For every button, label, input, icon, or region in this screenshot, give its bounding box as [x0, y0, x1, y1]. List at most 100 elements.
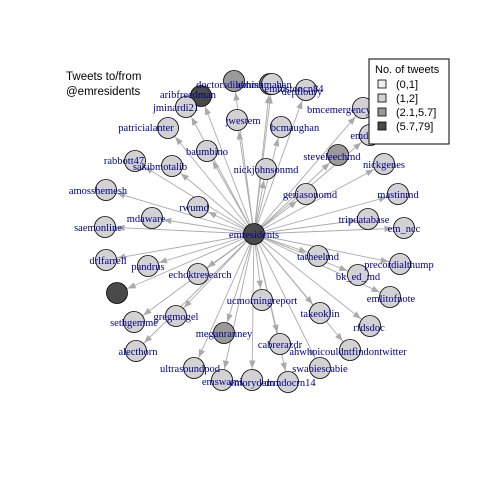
edge-arrowhead: [144, 167, 154, 174]
edge-arrowhead: [353, 142, 362, 151]
edge-arrowhead: [280, 362, 287, 371]
graph-node: [190, 85, 212, 107]
edge-arrowhead: [259, 180, 266, 189]
edge-arrowhead: [365, 169, 374, 177]
edge-arrowhead: [208, 211, 217, 219]
edge: [253, 193, 307, 235]
node-label: emhistoncn84: [265, 84, 325, 95]
graph-node: [379, 286, 401, 308]
node-label: nickgenes: [363, 160, 405, 171]
graph-node: [255, 158, 277, 180]
edge: [253, 107, 364, 235]
node-label: abhishmahan: [236, 80, 292, 91]
node-label: bcmaughan: [271, 123, 320, 134]
node-label: nickjohnsonmd: [234, 165, 299, 176]
node-label: mastinmd: [377, 190, 419, 201]
node-label: baumbino: [186, 147, 228, 158]
graph-node: [309, 357, 331, 379]
graph-node: [359, 315, 381, 337]
edge: [253, 227, 405, 235]
node-label: sethgemme: [110, 318, 158, 329]
legend-swatch: [377, 121, 387, 131]
edge-arrowhead: [249, 360, 256, 369]
edge-arrowhead: [127, 282, 137, 289]
graph-node: [389, 253, 411, 275]
edge-arrowhead: [116, 224, 125, 232]
edge-arrowhead: [384, 225, 393, 232]
edge-arrowhead: [198, 348, 205, 358]
graph-node: [187, 196, 209, 218]
graph-node: [357, 208, 379, 230]
edge-arrowhead: [117, 192, 126, 199]
edge-arrowhead: [212, 161, 220, 170]
node-label: patricialanter: [118, 123, 174, 134]
node-label: ucmorningreport: [227, 296, 298, 307]
node-label: jminardi21: [152, 103, 199, 114]
edge-arrowhead: [144, 334, 153, 343]
graph-node: [95, 249, 117, 271]
graph-node: [137, 255, 159, 277]
edge: [193, 233, 255, 369]
edge-arrowhead: [347, 116, 356, 125]
node-label: depfloury: [282, 87, 324, 98]
edge: [116, 233, 255, 294]
node-label: drmdocrn14: [264, 378, 316, 389]
edge-arrowhead: [163, 217, 172, 225]
legend-swatch: [377, 107, 387, 117]
edge: [253, 193, 399, 235]
edge-arrowhead: [233, 92, 240, 101]
graph-node: [261, 73, 283, 95]
graph-node: [393, 217, 415, 239]
graph-node: [251, 289, 273, 311]
edge-arrowhead: [180, 173, 190, 181]
edge: [105, 189, 255, 235]
edge-arrowhead: [296, 100, 303, 110]
edge-arrowhead: [207, 260, 216, 268]
edge: [253, 134, 371, 235]
node-label: saemonline: [74, 223, 122, 234]
graph-node: [157, 117, 179, 139]
graph-node: [339, 339, 361, 361]
graph-node: [211, 369, 233, 391]
node-label: takeoklin: [300, 309, 340, 320]
graph-node: [309, 302, 331, 324]
node-label: emlitofnote: [367, 294, 416, 305]
edge-arrowhead: [266, 95, 273, 104]
graph-node: [347, 264, 369, 286]
node-label: precordialthump: [364, 260, 433, 271]
legend-label: (5.7,79]: [396, 121, 433, 133]
graph-node: [124, 150, 146, 172]
node-label: pandrus: [131, 262, 164, 273]
legend-label: (0,1]: [396, 79, 418, 91]
edge: [167, 127, 255, 235]
edge-arrowhead: [226, 313, 233, 322]
node-label: em_ncc: [388, 224, 421, 235]
graph-node: [175, 96, 197, 118]
graph-node: [196, 140, 218, 162]
edge-arrowhead: [273, 138, 280, 147]
node-layer: [94, 70, 415, 393]
node-label: steveleechmd: [303, 152, 361, 163]
edge: [253, 233, 351, 351]
edge: [253, 233, 263, 301]
graph-node: [327, 144, 349, 166]
edge: [253, 233, 371, 327]
graph-node: [226, 109, 248, 131]
node-label: emdo: [350, 131, 373, 142]
edge: [251, 233, 255, 381]
edge: [233, 80, 255, 235]
node-label: sakibmotalib: [133, 162, 187, 173]
edge-arrowhead: [335, 332, 343, 342]
edge: [200, 95, 255, 235]
graph-node: [277, 371, 299, 393]
graph-title: Tweets to/from @emresidents: [66, 71, 141, 98]
edge: [221, 233, 255, 381]
node-label: emresidents: [229, 230, 279, 241]
edge: [185, 106, 255, 235]
edge-arrowhead: [380, 256, 389, 264]
graph-node: [241, 369, 263, 391]
edge-arrowhead: [205, 106, 211, 116]
graph-node: [295, 79, 317, 101]
legend-label: (1,2]: [396, 93, 418, 105]
graph-node: [243, 223, 265, 245]
